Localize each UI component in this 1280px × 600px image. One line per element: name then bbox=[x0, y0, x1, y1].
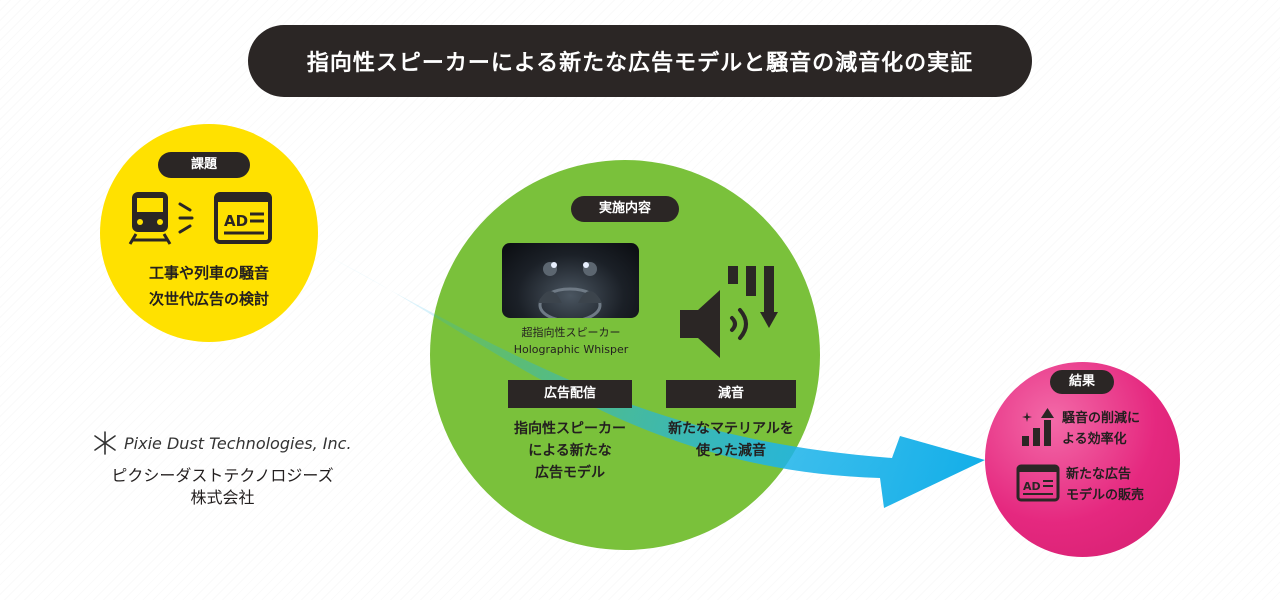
company-name-ja: ピクシーダストテクノロジーズ 株式会社 bbox=[90, 465, 355, 509]
ad-board-icon: AD bbox=[1016, 464, 1060, 502]
growth-chart-icon bbox=[1022, 408, 1054, 446]
ad-delivery-line: 広告モデル bbox=[535, 465, 605, 481]
noise-reduction-label: 減音 bbox=[666, 380, 796, 408]
page-title: 指向性スピーカーによる新たな広告モデルと騒音の減音化の実証 bbox=[248, 25, 1032, 97]
ad-delivery-line: 指向性スピーカー bbox=[514, 421, 626, 437]
photo-caption-line: Holographic Whisper bbox=[513, 343, 629, 356]
problem-line: 工事や列車の騒音 bbox=[148, 264, 269, 282]
ad-board-icon: AD bbox=[214, 192, 272, 244]
noise-lines-icon bbox=[178, 202, 194, 234]
implementation-label: 実施内容 bbox=[571, 196, 679, 222]
result-circle bbox=[985, 362, 1180, 557]
photo-caption-line: 超指向性スピーカー bbox=[521, 326, 621, 339]
company-name-en: Pixie Dust Technologies, Inc. bbox=[124, 433, 352, 453]
noise-reduction-text: 新たなマテリアルを 使った減音 bbox=[652, 418, 810, 462]
holographic-figures-icon bbox=[538, 262, 602, 318]
noise-reduction-line: 新たなマテリアルを bbox=[668, 421, 794, 437]
speaker-down-icon bbox=[680, 266, 778, 358]
problem-text: 工事や列車の騒音 次世代広告の検討 bbox=[110, 260, 308, 312]
company-logo: Pixie Dust Technologies, Inc. bbox=[92, 430, 352, 456]
speaker-photo bbox=[502, 243, 639, 318]
ad-delivery-label: 広告配信 bbox=[508, 380, 632, 408]
ad-delivery-text: 指向性スピーカー による新たな 広告モデル bbox=[492, 418, 648, 484]
company-name-line: 株式会社 bbox=[190, 488, 255, 507]
svg-text:AD: AD bbox=[224, 212, 248, 230]
noise-reduction-line: 使った減音 bbox=[696, 443, 766, 459]
train-icon bbox=[128, 192, 172, 245]
ad-delivery-line: による新たな bbox=[528, 443, 612, 459]
problem-line: 次世代広告の検討 bbox=[148, 290, 269, 308]
result-line: 新たな広告 bbox=[1066, 467, 1132, 482]
result-line: モデルの販売 bbox=[1066, 488, 1145, 503]
asterisk-logo-icon bbox=[94, 431, 116, 455]
svg-text:AD: AD bbox=[1023, 480, 1041, 493]
result-item-2: 新たな広告 モデルの販売 bbox=[1066, 464, 1176, 506]
result-line: よる効率化 bbox=[1062, 432, 1127, 447]
photo-caption: 超指向性スピーカー Holographic Whisper bbox=[488, 324, 654, 358]
result-item-1: 騒音の削減に よる効率化 bbox=[1062, 408, 1172, 450]
company-name-line: ピクシーダストテクノロジーズ bbox=[111, 466, 334, 485]
result-line: 騒音の削減に bbox=[1062, 411, 1141, 426]
implementation-circle bbox=[430, 160, 820, 550]
result-label: 結果 bbox=[1050, 370, 1114, 394]
problem-label: 課題 bbox=[158, 152, 250, 178]
